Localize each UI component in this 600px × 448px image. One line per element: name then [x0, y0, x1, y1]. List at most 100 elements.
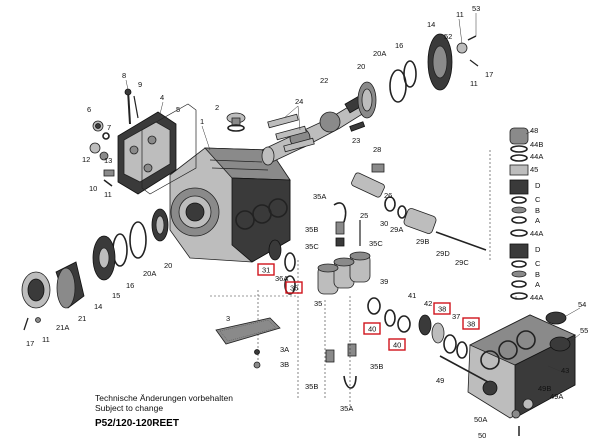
change-notice-german: Technische Änderungen vorbehalten	[95, 393, 233, 403]
part-label: 48	[530, 126, 538, 135]
part-label: 44A	[530, 229, 543, 238]
part-label: 1	[200, 117, 204, 126]
small-plugs-part	[89, 120, 115, 187]
highlight-box-40-a: 40	[363, 322, 381, 335]
left-seals-part	[21, 208, 169, 331]
part-label: 44A	[530, 152, 543, 161]
part-label: B	[535, 270, 540, 279]
part-label: 44B	[530, 140, 543, 149]
highlighted-part-labels: 31 36 38 40 40 38 38	[257, 263, 480, 351]
highlight-box-36: 36	[285, 281, 303, 294]
part-label: 50	[478, 431, 486, 440]
model-number: P52/120-120REET	[95, 418, 179, 429]
part-label: 9	[138, 80, 142, 89]
part-label: 8	[122, 71, 126, 80]
part-label: 45	[530, 165, 538, 174]
part-label: 29B	[416, 237, 429, 246]
part-label: 36A	[275, 274, 288, 283]
part-label: 3A	[280, 345, 289, 354]
part-label: 35C	[369, 239, 383, 248]
highlight-box-38-right: 38	[462, 317, 480, 330]
part-label: 26	[384, 191, 392, 200]
part-label: 3	[226, 314, 230, 323]
plungers-part	[268, 239, 371, 295]
part-label: 11	[104, 190, 112, 199]
part-label: 49	[436, 376, 444, 385]
part-label: 4	[160, 93, 164, 102]
part-labels: 53 11 14 52 16 20A 20 17 11 8 9 4 5 6 7 …	[26, 4, 588, 440]
crankcase-part	[169, 147, 291, 263]
part-label: 43	[561, 366, 569, 375]
part-label: A	[535, 216, 540, 225]
part-label: D	[535, 245, 541, 254]
part-label: 11	[470, 79, 478, 88]
part-label: 30	[380, 219, 388, 228]
highlight-box-31: 31	[257, 263, 275, 276]
part-label: 24	[295, 97, 303, 106]
part-label: 3B	[280, 360, 289, 369]
fittings-part	[325, 202, 361, 389]
manifold-part	[439, 311, 576, 419]
part-label: 20	[357, 62, 365, 71]
part-label: 35B	[305, 225, 318, 234]
part-label: 20A	[373, 49, 386, 58]
highlight-label: 36	[290, 284, 298, 293]
part-label: 55	[580, 326, 588, 335]
bearing-top-part	[357, 33, 479, 119]
part-label: 29D	[436, 249, 450, 258]
part-label: 10	[89, 184, 97, 193]
gasket-plate-part	[215, 317, 281, 369]
highlight-label: 38	[438, 305, 446, 314]
part-label: 5	[176, 105, 180, 114]
highlight-label: 31	[262, 266, 270, 275]
part-label: 54	[578, 300, 586, 309]
part-label: 7	[107, 123, 111, 132]
highlight-box-40-b: 40	[388, 338, 406, 351]
part-label: 21	[78, 314, 86, 323]
rear-cover-part	[117, 103, 197, 195]
part-label: C	[535, 195, 541, 204]
part-label: 49A	[550, 392, 563, 401]
part-label: 16	[395, 41, 403, 50]
part-label: 17	[485, 70, 493, 79]
part-label: 17	[26, 339, 34, 348]
part-label: 44A	[530, 293, 543, 302]
part-label: 35B	[305, 382, 318, 391]
dipstick-part	[124, 88, 139, 125]
part-label: 11	[456, 10, 464, 19]
highlight-label: 38	[467, 320, 475, 329]
part-label: 35C	[305, 242, 319, 251]
part-label: 20	[164, 261, 172, 270]
part-label: 29A	[390, 225, 403, 234]
highlight-box-38-top: 38	[433, 302, 451, 315]
part-label: 13	[104, 156, 112, 165]
part-label: 21A	[56, 323, 69, 332]
part-label: 39	[380, 277, 388, 286]
part-label: 35A	[340, 404, 353, 413]
part-label: 23	[352, 136, 360, 145]
part-label: 6	[87, 105, 91, 114]
part-label: D	[535, 181, 541, 190]
leader-lines	[125, 13, 581, 372]
connecting-rods-part	[267, 113, 366, 153]
part-label: B	[535, 206, 540, 215]
part-label: 42	[424, 299, 432, 308]
part-label: C	[535, 259, 541, 268]
highlight-label: 40	[368, 325, 376, 334]
part-label: 53	[472, 4, 480, 13]
part-label: 49B	[538, 384, 551, 393]
breather-part	[226, 112, 246, 132]
part-label: 12	[82, 155, 90, 164]
part-label: 22	[320, 76, 328, 85]
part-label: 37	[452, 312, 460, 321]
part-label: 2	[215, 103, 219, 112]
part-label: 35B	[370, 362, 383, 371]
part-label: 35	[314, 299, 322, 308]
part-label: 20A	[143, 269, 156, 278]
part-label: 50A	[474, 415, 487, 424]
part-label: 41	[408, 291, 416, 300]
part-label: 25	[360, 211, 368, 220]
valve-rings-part	[367, 297, 468, 359]
part-label: 14	[427, 20, 435, 29]
